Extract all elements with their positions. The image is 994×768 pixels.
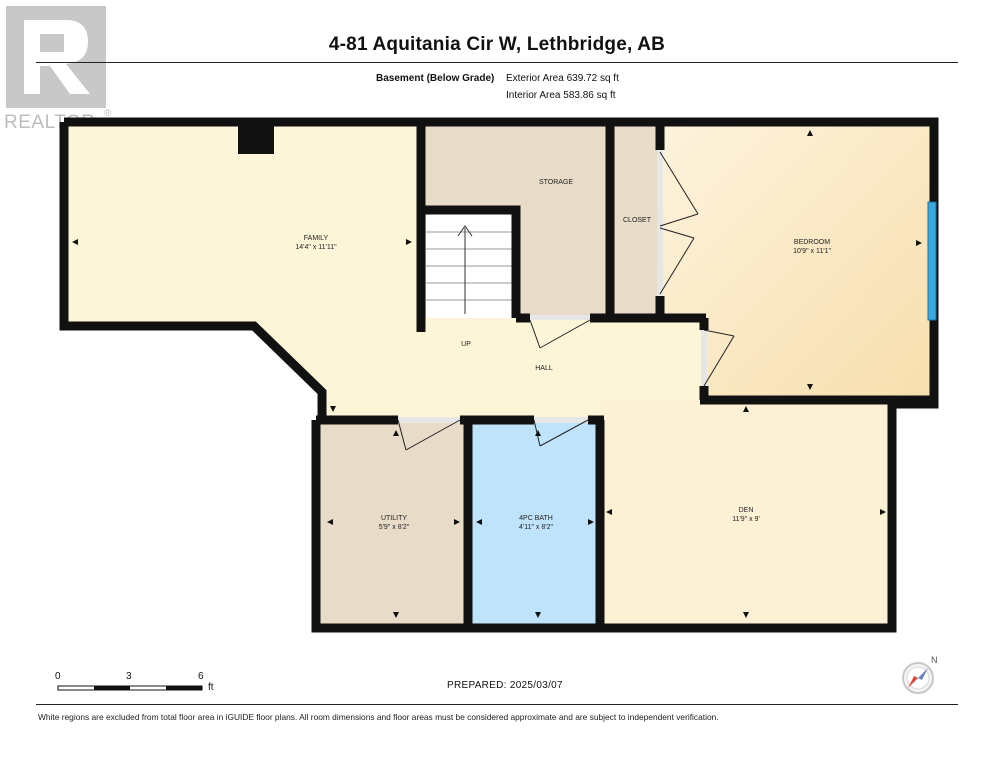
disclaimer-text: White regions are excluded from total fl… — [38, 712, 719, 722]
scale-tick-6: 6 — [198, 671, 204, 682]
footer-divider — [36, 704, 958, 705]
room-label-utility: UTILITY 5'9" x 8'2" — [378, 515, 410, 531]
registered-mark: ® — [104, 108, 112, 119]
interior-area: Interior Area 583.86 sq ft — [506, 90, 616, 101]
title-divider — [36, 62, 958, 63]
utility-fill — [320, 420, 466, 628]
bath-fill — [470, 420, 600, 628]
family-room-fill — [64, 122, 422, 420]
walls — [59, 117, 939, 633]
dimension-arrows — [72, 130, 922, 618]
stairs-up-label: UP — [461, 341, 471, 348]
room-label-hall: HALL — [535, 365, 553, 372]
room-label-den: DEN 11'9" x 9' — [732, 507, 760, 523]
realtor-logo-icon — [6, 6, 106, 108]
hall-fill — [330, 318, 704, 420]
prepared-date: PREPARED: 2025/03/07 — [447, 680, 563, 691]
area-summary: Basement (Below Grade) Exterior Area 639.… — [376, 70, 619, 104]
exterior-area: Exterior Area 639.72 sq ft — [506, 73, 619, 84]
level-name: Basement (Below Grade) — [376, 73, 495, 84]
scale-bar — [57, 685, 203, 691]
compass-north-letter: N — [931, 655, 938, 665]
scale-tick-0: 0 — [55, 671, 61, 682]
scale-tick-3: 3 — [126, 671, 132, 682]
chimney-block — [238, 122, 274, 154]
room-label-closet: CLOSET — [622, 217, 652, 224]
property-address-title: 4-81 Aquitania Cir W, Lethbridge, AB — [328, 34, 666, 55]
den-fill — [600, 400, 892, 628]
room-label-storage: STORAGE — [538, 179, 574, 186]
compass-icon: N — [902, 655, 938, 694]
room-label-bath: 4PC BATH 4'11" x 8'2" — [519, 515, 553, 531]
closet-fill — [612, 122, 662, 318]
scale-unit: ft — [208, 682, 214, 693]
bedroom-window — [927, 201, 937, 321]
stairs — [426, 214, 514, 318]
doors — [397, 150, 735, 451]
room-label-family: FAMILY 14'4" x 11'11" — [295, 235, 337, 251]
room-label-bedroom: BEDROOM 10'9" x 11'1" — [793, 239, 831, 255]
